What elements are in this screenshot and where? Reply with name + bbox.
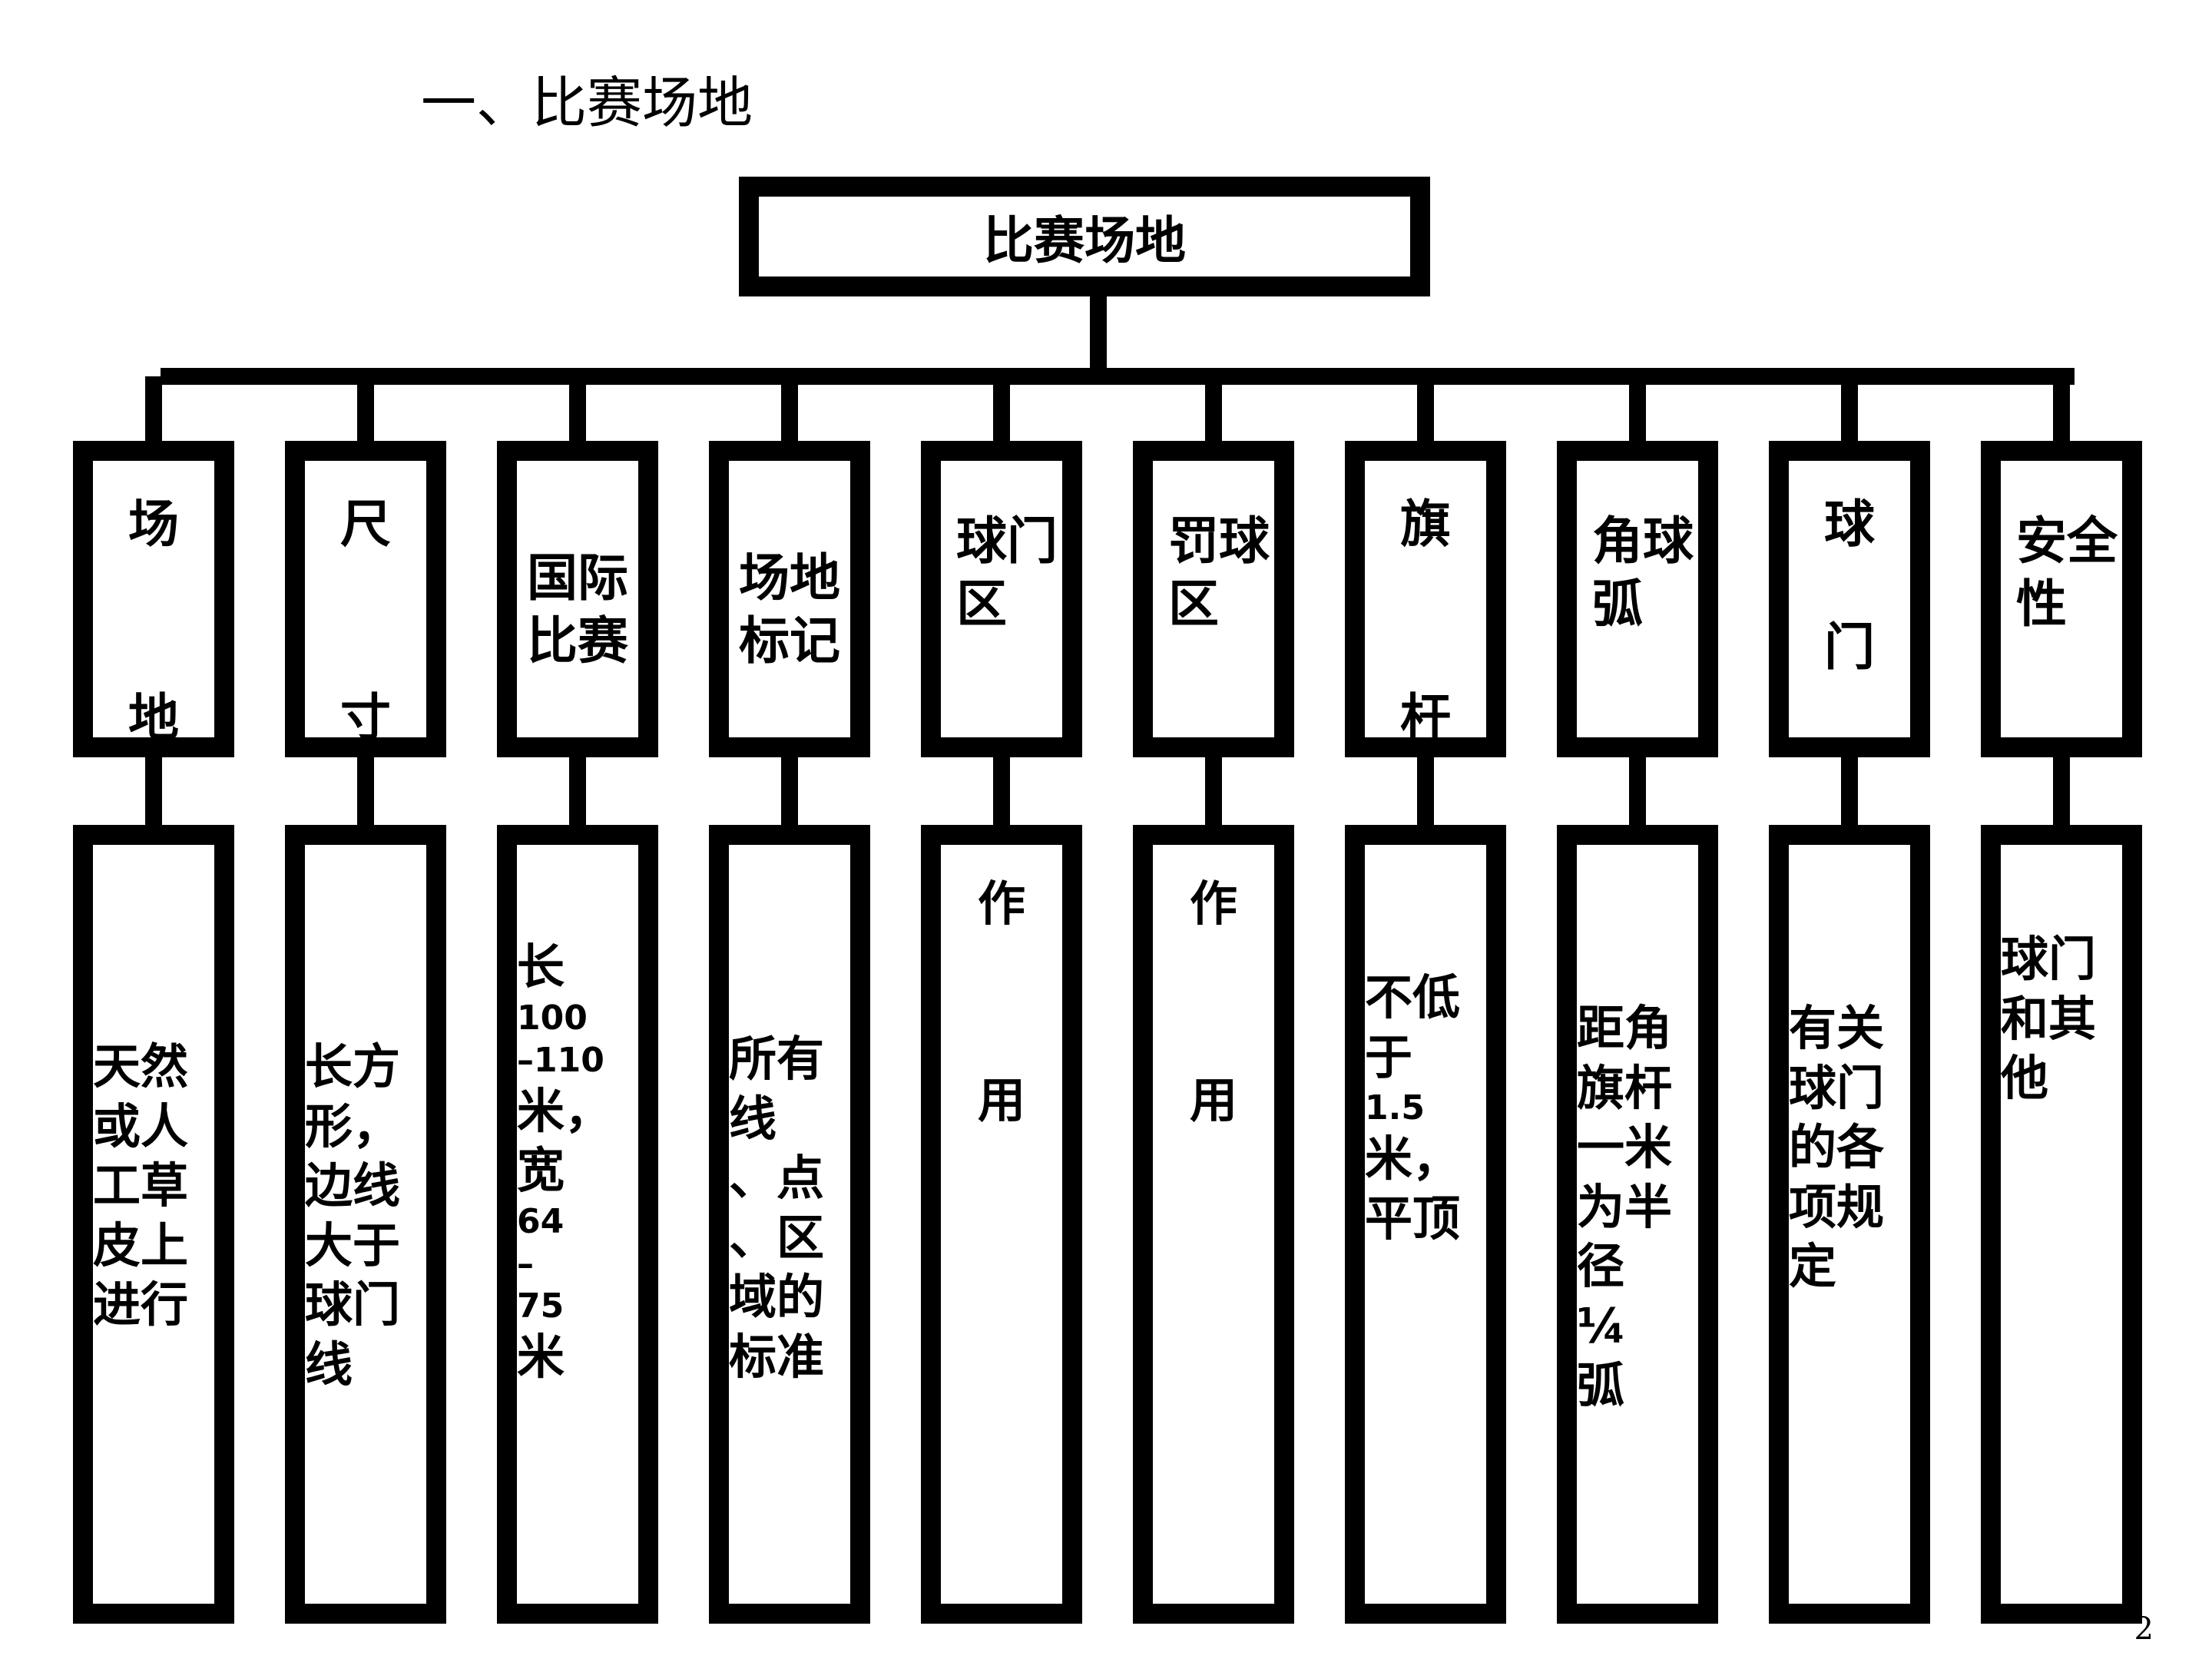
category-label-top: 旗	[1400, 495, 1451, 554]
category-label-bottom: 地	[128, 688, 179, 747]
category-label-bottom: 区	[956, 575, 1007, 634]
root-node: 比赛场地	[739, 177, 1430, 296]
category-label-bottom: 比赛	[527, 611, 628, 671]
category-label-bottom: 区	[1168, 575, 1219, 634]
detail-field: 天然或人工草皮上进行	[73, 825, 234, 1624]
category-goal: 球 门	[1769, 441, 1930, 757]
category-label-top: 场	[128, 495, 179, 554]
category-label-top: 角球	[1592, 512, 1694, 571]
category-label-bottom: 寸	[340, 688, 391, 747]
category-label-top: 罚球	[1168, 512, 1270, 571]
detail-text: 球门和其他	[2001, 931, 2097, 1106]
category-flagpost: 旗 杆	[1345, 441, 1506, 757]
category-label-bottom: 性	[2016, 575, 2067, 634]
detail-markings: 所有线、点、区域的标准	[709, 825, 870, 1624]
category-label-bottom: 标记	[739, 611, 840, 671]
detail-label-top: 作	[977, 876, 1025, 932]
category-international: 国际 比赛	[497, 441, 658, 757]
category-label-bottom: 门	[1824, 618, 1875, 677]
detail-penalty-area: 作 用	[1133, 825, 1294, 1624]
category-label-bottom: 杆	[1400, 688, 1451, 747]
detail-safety: 球门和其他	[1981, 825, 2142, 1624]
category-label-bottom: 弧	[1592, 575, 1643, 634]
category-size: 尺 寸	[285, 441, 446, 757]
detail-text: 所有线、点、区域的标准	[729, 1031, 825, 1385]
category-label-top: 安全	[2016, 512, 2118, 571]
category-label-top: 球	[1824, 495, 1875, 554]
category-penalty-area: 罚球 区	[1133, 441, 1294, 757]
page-number: 2	[2134, 1611, 2154, 1647]
category-label-top: 球门	[956, 512, 1058, 571]
category-markings: 场地 标记	[709, 441, 870, 757]
detail-label-top: 作	[1189, 876, 1237, 932]
detail-size: 长方形，边线大于球门线	[285, 825, 446, 1624]
page-title: 一、比赛场地	[421, 71, 753, 135]
detail-label-bottom: 用	[1189, 1072, 1237, 1128]
category-label-top: 尺	[340, 495, 391, 554]
detail-text: 天然或人工草皮上进行	[93, 1038, 189, 1333]
category-corner-arc: 角球 弧	[1557, 441, 1718, 757]
detail-goal: 有关球门的各项规定	[1769, 825, 1930, 1624]
category-safety: 安全 性	[1981, 441, 2142, 757]
detail-text: 长方形，边线大于球门线	[305, 1038, 401, 1392]
category-label-top: 国际	[527, 548, 628, 608]
category-label-top: 场地	[739, 548, 840, 608]
category-goal-area: 球门 区	[921, 441, 1082, 757]
detail-text: 有关球门的各项规定	[1789, 1000, 1885, 1294]
detail-goal-area: 作 用	[921, 825, 1082, 1624]
detail-label-bottom: 用	[977, 1072, 1025, 1128]
category-field: 场 地	[73, 441, 234, 757]
